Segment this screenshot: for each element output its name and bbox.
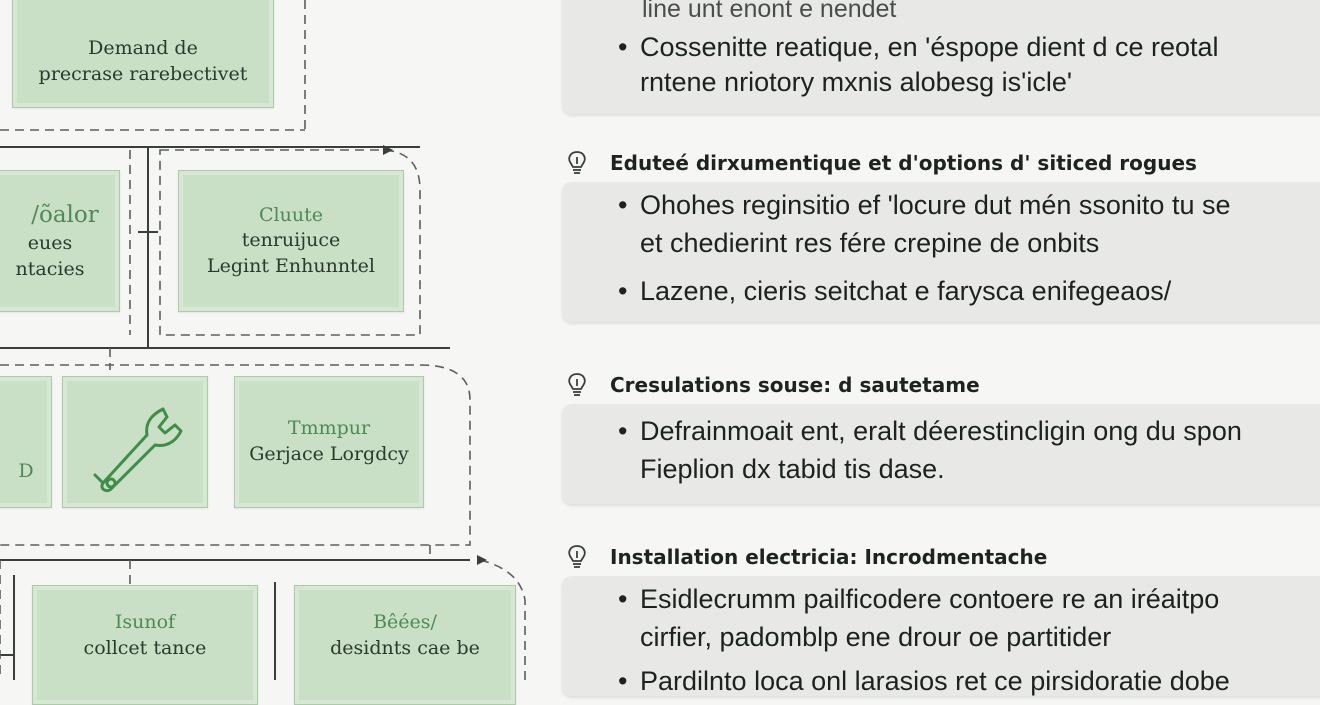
bullet-continuation: cirfier, padomblp ene drour oe partitide… — [640, 622, 1112, 652]
node-label: desidnts cae be — [330, 636, 480, 659]
bulb-icon — [568, 545, 586, 568]
wrench-icon — [75, 387, 195, 497]
info-card: •Esidlecrumm pailficodere contoere re an… — [562, 576, 1320, 696]
bulb-icon — [568, 151, 586, 174]
bullet-text: Defrainmoait ent, eralt déerestincligin … — [640, 416, 1242, 446]
node-label: collcet tance — [83, 636, 207, 659]
node-tempor: Tmmpur Gerjace Lorgdcy — [234, 376, 424, 508]
node-label: precrase rarebectivet — [38, 63, 248, 85]
node-label: Isunof — [114, 611, 176, 633]
node-label: /õalor — [31, 201, 99, 228]
section-heading: Installation electricia: Incrodmentache — [566, 544, 1047, 570]
info-card: •Defrainmoait ent, eralt déerestincligin… — [562, 404, 1320, 504]
node-label: eues — [27, 231, 73, 254]
bullet-text: Cossenitte reatique, en 'éspope dient d … — [640, 32, 1219, 62]
section-title: Eduteé dirxumentique et d'options d' sit… — [610, 151, 1197, 175]
section-heading: Eduteé dirxumentique et d'options d' sit… — [566, 150, 1197, 176]
info-card-top: line unt enont e nendet •Cossenitte reat… — [562, 0, 1320, 114]
connector-lines — [0, 0, 526, 680]
node-label: Demand de — [88, 37, 198, 60]
node-tool — [62, 376, 208, 508]
bullet-item: •Lazene, cieris seitchat e farysca enife… — [618, 276, 1172, 306]
partial-text: line unt enont e nendet — [642, 0, 897, 23]
bullet-item: •Esidlecrumm pailficodere contoere re an… — [618, 584, 1220, 614]
bullet-item: •Defrainmoait ent, eralt déerestincligin… — [618, 416, 1242, 446]
node-demand: Demand de precrase rarebectivet — [12, 0, 274, 108]
node-beesy: Bêées/ desidnts cae be — [294, 585, 516, 705]
node-label: Gerjace Lorgdcy — [249, 443, 409, 465]
bullet-text: Esidlecrumm pailficodere contoere re an … — [640, 584, 1220, 614]
node-valor: /õalor eues ntacies — [0, 170, 120, 312]
bulb-icon — [568, 373, 586, 396]
bullet-item: •Pardilnto loca onl larasios ret ce pirs… — [618, 666, 1230, 696]
node-label: Legint Enhunntel — [206, 254, 376, 277]
section-title: Cresulations souse: d sautetame — [610, 373, 980, 397]
section-heading: Cresulations souse: d sautetame — [566, 372, 980, 398]
node-label: Cluute — [259, 203, 323, 226]
bullet-text: Lazene, cieris seitchat e farysca enifeg… — [640, 276, 1172, 306]
bullet-item: •Ohohes reginsitio ef 'locure dut mén ss… — [618, 190, 1231, 220]
node-label: D — [18, 460, 34, 483]
node-label: Bêées/ — [373, 611, 437, 633]
bullet-continuation: et chedierint res fére crepine de onbits — [640, 228, 1100, 258]
bullet-continuation: rntene nriotory mxnis alobesg is'icle' — [640, 67, 1072, 97]
node-bunof: Isunof collcet tance — [32, 585, 258, 705]
bullet-text: Ohohes reginsitio ef 'locure dut mén sso… — [640, 190, 1231, 220]
section-title: Installation electricia: Incrodmentache — [610, 545, 1048, 569]
bullet-text: Pardilnto loca onl larasios ret ce pirsi… — [640, 666, 1230, 696]
node-left-edge: D — [0, 376, 52, 508]
bullet-continuation: Fieplion dx tabid tis dase. — [640, 454, 945, 484]
bullet-item: •Cossenitte reatique, en 'éspope dient d… — [618, 32, 1219, 62]
node-label: ntacies — [15, 257, 85, 280]
info-card: •Ohohes reginsitio ef 'locure dut mén ss… — [562, 182, 1320, 322]
node-cluute: Cluute tenruijuce Legint Enhunntel — [178, 170, 404, 312]
node-label: Tmmpur — [287, 417, 371, 440]
node-label: tenruijuce — [241, 229, 341, 252]
